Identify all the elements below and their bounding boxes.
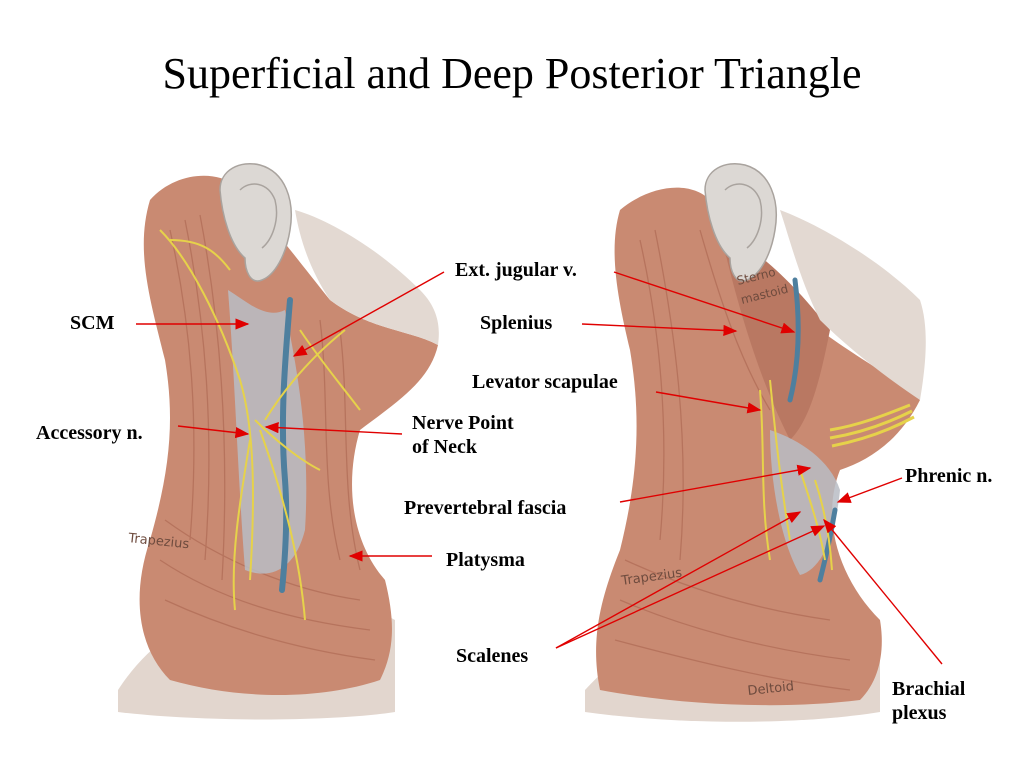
left-jaw bbox=[295, 210, 439, 345]
slide-title: Superficial and Deep Posterior Triangle bbox=[162, 49, 862, 98]
label-platysma: Platysma bbox=[446, 549, 525, 571]
label-brachial-plexus: Brachial plexus bbox=[892, 677, 965, 725]
label-scm: SCM bbox=[70, 312, 115, 334]
label-accessory-nerve: Accessory n. bbox=[36, 422, 143, 444]
left-ext-jugular-vein bbox=[279, 297, 293, 593]
label-nerve-point-line2: of Neck bbox=[412, 436, 477, 458]
right-jaw bbox=[780, 210, 926, 400]
leader-ext-jugular-right bbox=[613, 271, 796, 334]
leader-splenius bbox=[581, 323, 738, 337]
label-ext-jugular-vein: Ext. jugular v. bbox=[455, 259, 577, 281]
leader-scalenes-1 bbox=[555, 511, 802, 649]
label-nerve-point-of-neck: Nerve Point of Neck bbox=[412, 411, 514, 459]
label-levator-scapulae: Levator scapulae bbox=[472, 371, 618, 393]
right-vein bbox=[787, 277, 801, 403]
leader-prevertebral bbox=[619, 464, 812, 503]
label-phrenic-nerve: Phrenic n. bbox=[905, 465, 993, 487]
leader-ext-jugular-left bbox=[292, 271, 445, 357]
label-brachial-line2: plexus bbox=[892, 702, 947, 724]
label-prevertebral-fascia: Prevertebral fascia bbox=[404, 497, 567, 519]
leader-accessory bbox=[177, 425, 250, 439]
right-ear bbox=[704, 163, 777, 282]
left-neck-illustration: Trapezius bbox=[118, 163, 439, 720]
leader-scalenes-2 bbox=[555, 525, 826, 649]
leader-levator bbox=[655, 391, 762, 414]
right-neck-illustration: Sterno mastoid Trapezius Deltoid bbox=[585, 163, 926, 722]
label-nerve-point-line1: Nerve Point bbox=[412, 412, 514, 434]
left-ear bbox=[219, 163, 292, 282]
right-prevertebral-fascia bbox=[770, 430, 840, 575]
label-scalenes: Scalenes bbox=[456, 645, 529, 667]
leader-lines bbox=[136, 271, 943, 665]
leader-brachial bbox=[823, 518, 943, 665]
right-neck-muscles bbox=[596, 187, 920, 706]
right-sternomastoid bbox=[720, 230, 830, 440]
leader-nerve-point bbox=[264, 422, 403, 435]
label-splenius: Splenius bbox=[480, 312, 553, 334]
label-brachial-line1: Brachial bbox=[892, 678, 966, 700]
right-deltoid-inscription: Deltoid bbox=[747, 679, 795, 699]
left-trapezius-inscription: Trapezius bbox=[127, 531, 190, 552]
leader-phrenic bbox=[836, 477, 903, 503]
